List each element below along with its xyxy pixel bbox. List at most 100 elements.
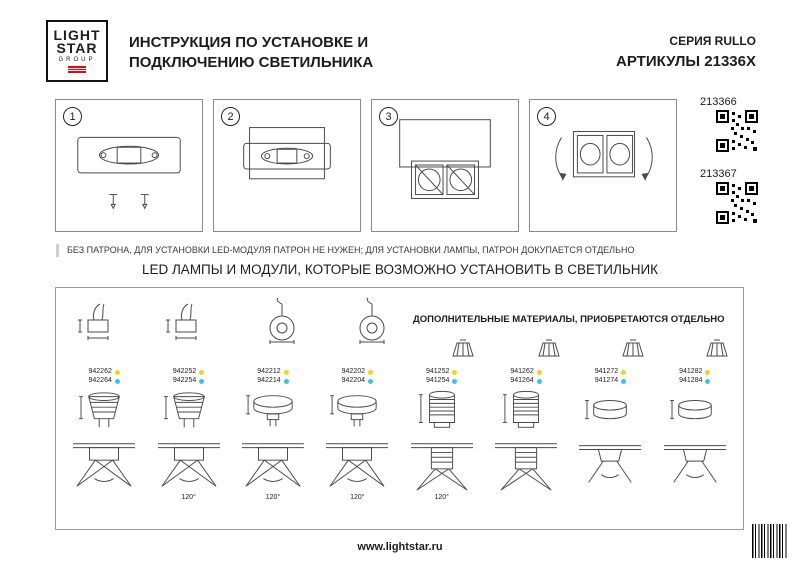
fixture-drawing [490, 436, 562, 494]
product-code: 942252 [172, 368, 197, 375]
code-line: 941272 [594, 368, 627, 376]
product-code: 941274 [594, 377, 619, 384]
product-codes: 941282 941284 [679, 368, 711, 385]
product-column-2: 942252 942254 120° [146, 368, 230, 503]
cool-color-dot [621, 378, 627, 384]
fixture-drawing [659, 436, 731, 494]
beam-angle-label: 120° [434, 494, 449, 501]
articles-label: АРТИКУЛЫ 21336X [616, 53, 756, 70]
extra-materials-note: ДОПОЛНИТЕЛЬНЫЕ МАТЕРИАЛЫ, ПРИОБРЕТАЮТСЯ … [413, 314, 725, 325]
code-line: 941274 [594, 377, 627, 385]
product-codes: 942262 942264 [89, 368, 120, 385]
product-code: 942214 [257, 377, 281, 384]
product-code: 941262 [510, 368, 534, 375]
header-right: СЕРИЯ RULLO АРТИКУЛЫ 21336X [616, 34, 756, 70]
code-line: 942252 [172, 368, 205, 376]
compatible-lamps-panel: ДОПОЛНИТЕЛЬНЫЕ МАТЕРИАЛЫ, ПРИОБРЕТАЮТСЯ … [55, 287, 744, 530]
cool-color-dot [452, 378, 458, 384]
product-column-3: 942212 942214 120° [231, 368, 315, 503]
lamp-holder-drawing-3 [254, 296, 310, 348]
lamp-drawing [73, 388, 135, 434]
lamp-drawing [495, 388, 557, 434]
fixture-drawing [321, 436, 393, 494]
product-code: 942264 [88, 377, 112, 384]
logo-text-star: STAR [56, 40, 98, 56]
warm-color-dot [283, 369, 289, 375]
website-url: www.lightstar.ru [357, 541, 443, 553]
logo-text-light: LIGHT [53, 27, 101, 43]
product-code: 941252 [426, 368, 450, 375]
barcode [752, 524, 788, 558]
lamp-holder-drawing-2 [158, 296, 214, 348]
product-code: 942254 [172, 377, 197, 384]
product-codes: 941252 941254 [426, 368, 458, 385]
warm-color-dot [536, 369, 542, 375]
accessory-socket-icon-4 [702, 338, 732, 360]
lightstar-logo: LIGHT STAR GROUP [46, 20, 108, 82]
lamp-holder-drawing-1 [70, 296, 126, 348]
product-columns: 942262 942264 942252 942254 120° 942212 [62, 368, 737, 503]
lamp-drawing [664, 388, 726, 434]
cool-color-dot [283, 378, 289, 384]
product-column-1: 942262 942264 [62, 368, 146, 503]
fixture-drawing [153, 436, 225, 494]
product-codes: 942252 942254 [172, 368, 205, 385]
page-title-line1: ИНСТРУКЦИЯ ПО УСТАНОВКЕ И [129, 34, 369, 51]
code-line: 941264 [510, 377, 542, 385]
code-line: 941282 [679, 368, 711, 376]
code-line: 942212 [257, 368, 289, 376]
code-line: 942264 [89, 377, 120, 385]
step-1-diagram [77, 136, 181, 210]
product-code: 941272 [594, 368, 619, 375]
step-4-number: 4 [537, 107, 556, 126]
step-3: 3 [371, 99, 519, 232]
code-line: 941262 [510, 368, 542, 376]
lamp-drawing [326, 388, 388, 434]
step-1-number: 1 [63, 107, 82, 126]
qr-block-1: 213366 [700, 96, 760, 152]
step-4-diagram [555, 131, 653, 181]
lamp-drawing [579, 388, 641, 434]
product-code: 942204 [341, 377, 365, 384]
step-2-number: 2 [221, 107, 240, 126]
product-code: 941282 [679, 368, 703, 375]
beam-angle-label: 120° [181, 494, 196, 501]
product-column-8: 941282 941284 [653, 368, 737, 503]
product-code: 942202 [341, 368, 365, 375]
product-code: 941264 [510, 377, 534, 384]
note-divider [56, 243, 59, 257]
qr-label-2: 213367 [700, 168, 737, 180]
code-line: 942202 [342, 368, 373, 376]
socket-note: БЕЗ ПАТРОНА, ДЛЯ УСТАНОВКИ LED-МОДУЛЯ ПА… [56, 243, 634, 257]
step-2-diagram [243, 127, 331, 180]
warm-color-dot [452, 369, 458, 375]
qr-code-2 [716, 182, 758, 224]
accessory-socket-icon-1 [448, 338, 478, 360]
warm-color-dot [705, 369, 711, 375]
beam-angle-label: 120° [350, 494, 365, 501]
beam-angle-label: 120° [265, 494, 281, 501]
product-column-4: 942202 942204 120° [315, 368, 399, 503]
product-column-6: 941262 941264 [484, 368, 568, 503]
code-line: 942254 [172, 377, 205, 385]
step-4: 4 [529, 99, 677, 232]
cool-color-dot [114, 378, 120, 384]
product-codes: 941262 941264 [510, 368, 542, 385]
logo-flag-icon [68, 66, 86, 73]
product-code: 941284 [679, 377, 703, 384]
qr-block-2: 213367 [700, 168, 760, 224]
note-text: БЕЗ ПАТРОНА, ДЛЯ УСТАНОВКИ LED-МОДУЛЯ ПА… [67, 245, 635, 255]
warm-color-dot [114, 369, 120, 375]
cool-color-dot [536, 378, 542, 384]
product-code: 942212 [257, 368, 281, 375]
step-2: 2 [213, 99, 361, 232]
code-line: 941254 [426, 377, 458, 385]
logo-text-group: GROUP [58, 57, 96, 63]
warm-color-dot [621, 369, 627, 375]
lamp-holder-drawing-4 [344, 296, 400, 348]
product-codes: 942212 942214 [257, 368, 289, 385]
cool-color-dot [705, 378, 711, 384]
product-code: 941254 [426, 377, 450, 384]
product-column-7: 941272 941274 [568, 368, 652, 503]
